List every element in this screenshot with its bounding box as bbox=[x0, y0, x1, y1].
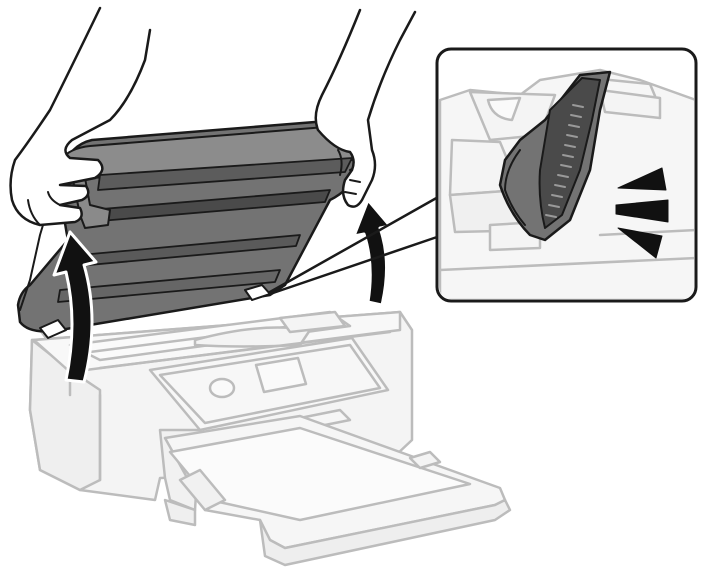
left-hand bbox=[9, 6, 152, 227]
scanner-lid bbox=[16, 118, 364, 339]
zoom-callout-icon bbox=[268, 194, 442, 296]
printer-body bbox=[28, 310, 512, 567]
click-sound-icon bbox=[615, 167, 669, 259]
right-hand bbox=[314, 8, 417, 208]
lift-arrow-icon bbox=[352, 198, 392, 307]
detail-inset bbox=[435, 47, 698, 303]
lift-arrow-icon bbox=[52, 230, 98, 384]
